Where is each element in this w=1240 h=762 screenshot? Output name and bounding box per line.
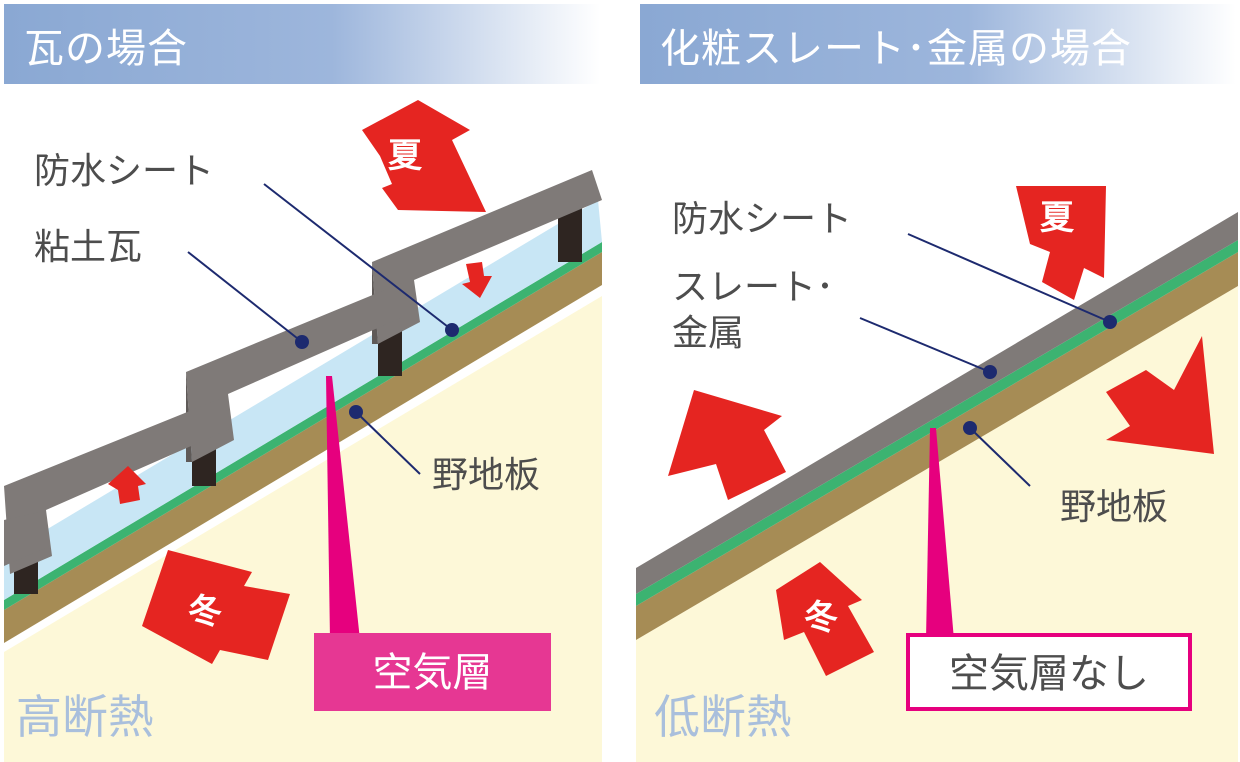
dot-tile <box>295 335 309 349</box>
slate-metal-title: 化粧スレート･金属の場合 <box>660 26 1132 72</box>
winter-arrow <box>142 550 290 664</box>
label-high-insulation: 高断熱 <box>16 690 154 744</box>
label-summer: 夏 <box>388 136 422 176</box>
clay-tiles <box>4 170 602 594</box>
dot-board <box>349 405 363 419</box>
air-layer-label: 空気層 <box>314 633 551 711</box>
air-layer <box>4 200 602 600</box>
tile-roof-panel: 瓦の場合 防水シ <box>0 0 602 762</box>
label-slate-1: スレート･ <box>672 267 835 308</box>
no-air-pointer <box>926 428 954 640</box>
summer-arrow <box>362 100 486 212</box>
tile-roof-diagram <box>4 100 602 762</box>
exit-arrow <box>1106 336 1214 454</box>
label-roof-board: 野地板 <box>432 455 541 496</box>
label-waterproof-sheet: 防水シート <box>672 199 853 240</box>
winter-arrow <box>776 562 874 676</box>
waterproof-sheet <box>636 240 1238 606</box>
label-slate-2: 金属 <box>672 313 745 354</box>
no-air-layer-label: 空気層なし <box>906 633 1192 711</box>
slate-metal-panel: 化粧スレート･金属の場合 防水シート スレート･ 金属 野地板 夏 冬 空気層な… <box>636 0 1238 762</box>
label-winter: 冬 <box>804 598 838 638</box>
dot-sheet <box>445 323 459 337</box>
summer-arrow <box>1016 186 1106 300</box>
slate-metal-header: 化粧スレート･金属の場合 <box>640 4 1236 84</box>
slate-metal-roof <box>636 212 1238 594</box>
label-winter: 冬 <box>188 592 222 632</box>
tile-roof-header: 瓦の場合 <box>4 4 600 84</box>
label-roof-board: 野地板 <box>1060 487 1169 528</box>
dot-sheet <box>1103 315 1117 329</box>
small-down-arrow <box>462 262 492 298</box>
label-summer: 夏 <box>1040 198 1074 238</box>
label-waterproof-sheet: 防水シート <box>34 151 215 192</box>
dot-slate <box>983 365 997 379</box>
up-left-arrow <box>668 390 786 500</box>
label-low-insulation: 低断熱 <box>654 690 792 744</box>
label-clay-tile: 粘土瓦 <box>34 227 143 268</box>
roof-board <box>4 252 602 643</box>
dot-board <box>963 421 977 435</box>
small-up-arrow <box>108 466 146 504</box>
tile-roof-title: 瓦の場合 <box>24 26 188 72</box>
air-pointer <box>326 376 360 640</box>
